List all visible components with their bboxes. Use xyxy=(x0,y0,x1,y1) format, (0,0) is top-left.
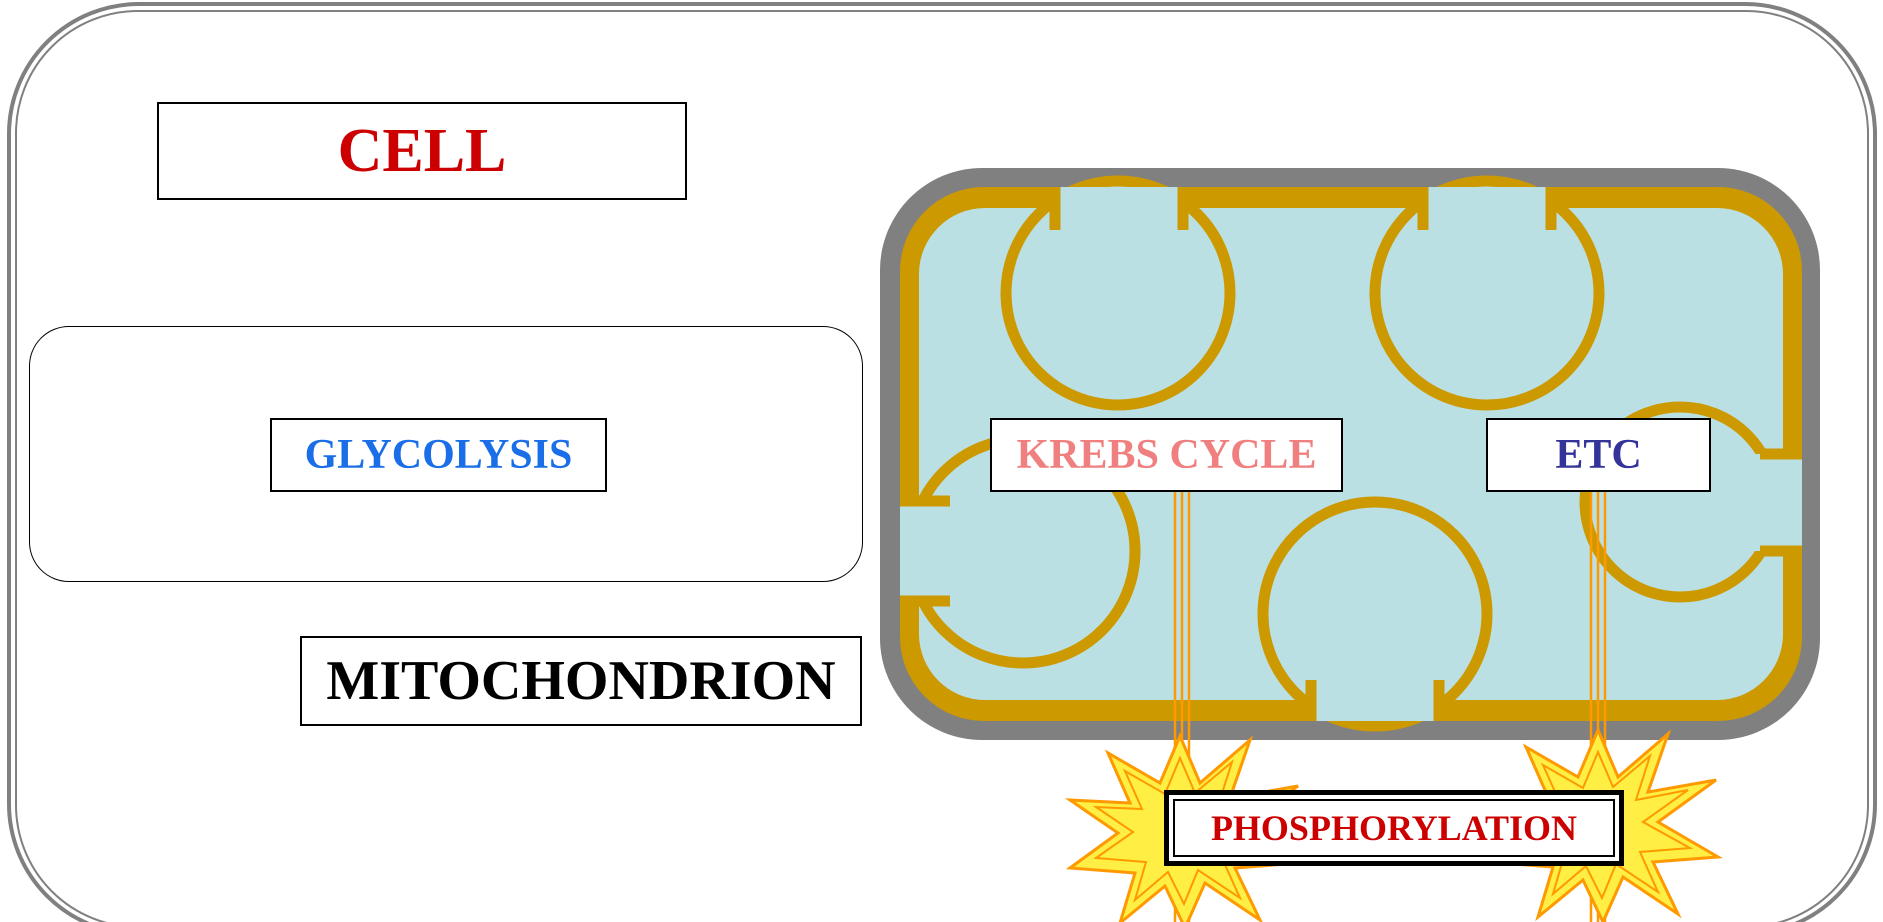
glycolysis-label: GLYCOLYSIS xyxy=(270,418,607,492)
cell-label: CELL xyxy=(157,102,687,200)
cell-boundary-outer xyxy=(7,2,1877,922)
mitochondrion-label-text: MITOCHONDRION xyxy=(326,650,836,712)
phosphorylation-label: PHOSPHORYLATION xyxy=(1164,790,1624,866)
cell-boundary-inner xyxy=(15,10,1869,922)
cell-label-text: CELL xyxy=(337,116,507,185)
glycolysis-region xyxy=(29,326,863,582)
etc-label: ETC xyxy=(1486,418,1711,492)
mitochondrion-label: MITOCHONDRION xyxy=(300,636,862,726)
etc-label-text: ETC xyxy=(1555,432,1642,478)
phosphorylation-label-text: PHOSPHORYLATION xyxy=(1210,808,1578,848)
krebs-cycle-label-text: KREBS CYCLE xyxy=(1016,432,1317,478)
glycolysis-label-text: GLYCOLYSIS xyxy=(304,432,573,478)
krebs-cycle-label: KREBS CYCLE xyxy=(990,418,1343,492)
